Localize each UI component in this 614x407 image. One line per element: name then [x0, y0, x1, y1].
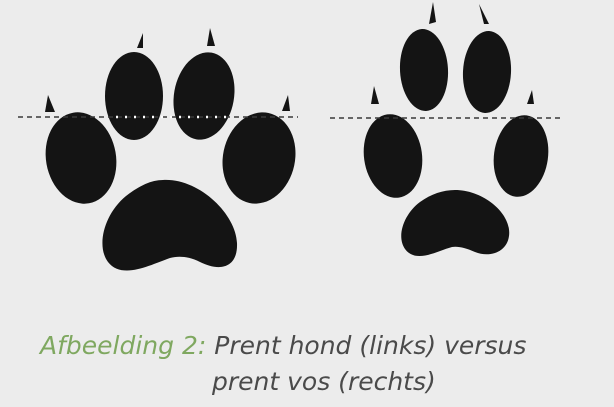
caption-line-1: Afbeelding 2: Prent hond (links) versus	[40, 328, 526, 364]
fox-claw-outer-left	[371, 86, 379, 104]
fox-toe-pad-inner-right	[461, 30, 513, 114]
dog-toe-pad-outer-right	[214, 106, 304, 211]
caption-line-2: prent vos (rechts)	[212, 364, 436, 400]
dog-main-pad	[102, 180, 237, 271]
caption-label: Afbeelding 2:	[40, 331, 206, 360]
dog-claw-outer-right	[282, 95, 290, 111]
dog-toe-pad-inner-right	[167, 47, 241, 144]
dog-claw-top-right	[207, 28, 215, 46]
fox-main-pad	[401, 190, 509, 256]
dog-toe-pad-inner-left	[105, 52, 163, 140]
caption-line-1-text: Prent hond (links) versus	[206, 331, 526, 360]
dog-claw-outer-left	[45, 95, 55, 112]
fox-toe-pad-inner-left	[398, 28, 450, 112]
dog-print	[39, 28, 304, 271]
fox-toe-pad-outer-right	[489, 112, 554, 201]
fox-print	[358, 2, 553, 256]
fox-claw-top-left	[429, 2, 436, 24]
fox-toe-pad-outer-left	[358, 110, 427, 201]
dog-claw-top-left	[137, 33, 143, 48]
fox-claw-outer-right	[527, 90, 534, 104]
fox-claw-top-right	[479, 4, 489, 24]
